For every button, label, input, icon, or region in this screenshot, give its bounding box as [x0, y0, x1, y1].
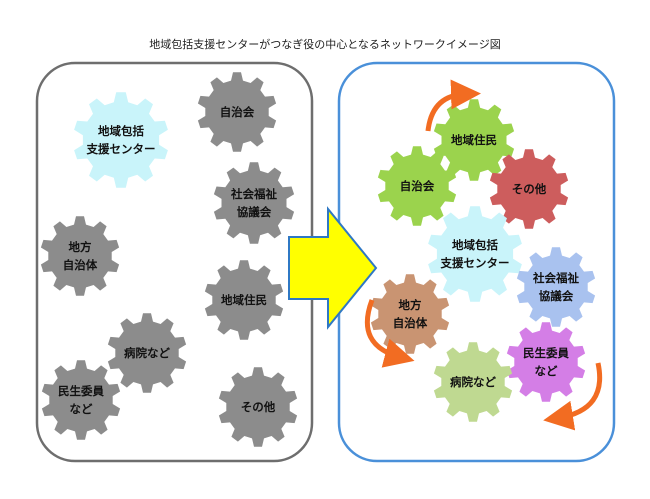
- gear-icon: [428, 206, 522, 302]
- gear-label: 地方: [69, 240, 92, 254]
- gear-icon: [433, 342, 513, 422]
- after-gear-byoin: 病院など: [433, 342, 513, 422]
- gear-label: 支援センター: [86, 142, 156, 156]
- gear-label: 病院など: [450, 375, 496, 389]
- gear-label: 自治体: [393, 316, 428, 330]
- gear-icon: [218, 367, 298, 447]
- gear-label: 社会福祉: [230, 187, 277, 201]
- gear-label: その他: [512, 182, 547, 196]
- before-gear-byoin: 病院など: [107, 313, 187, 393]
- gear-label: 地方: [399, 298, 422, 312]
- rotation-arrow-left: [364, 299, 415, 368]
- gear-label: 自治体: [63, 258, 98, 272]
- after-gears: 地域住民自治会その他地域包括支援センター社会福祉協議会地方自治体民生委員など病院…: [370, 99, 596, 422]
- gear-label: など: [535, 364, 558, 378]
- gear-icon: [40, 216, 120, 296]
- gear-label: 地域住民: [451, 133, 497, 147]
- gear-icon: [74, 92, 168, 188]
- gear-label: その他: [241, 400, 276, 414]
- gear-label: など: [70, 402, 93, 416]
- gear-icon: [489, 149, 569, 229]
- gear-label: 民生委員: [58, 384, 104, 398]
- before-gear-jumin: 地域住民: [204, 260, 284, 340]
- gear-label: 支援センター: [440, 256, 510, 270]
- gear-icon: [506, 322, 586, 402]
- gear-icon: [377, 146, 457, 226]
- gear-label: 地域住民: [221, 293, 267, 307]
- diagram-title: 地域包括支援センターがつなぎ役の中心となるネットワークイメージ図: [149, 38, 501, 51]
- rotation-arrow-right: [543, 362, 603, 431]
- before-gear-center: 地域包括支援センター: [74, 92, 168, 188]
- gear-icon: [204, 260, 284, 340]
- after-gear-jichikai: 自治会: [377, 146, 457, 226]
- rotation-arrow-top: [425, 79, 481, 132]
- gear-label: 地域包括: [98, 124, 144, 138]
- after-gear-jumin: 地域住民: [433, 99, 515, 181]
- transition-arrow: [288, 206, 378, 330]
- before-gears: 地域包括支援センター自治会社会福祉協議会地方自治体地域住民病院など民生委員などそ…: [40, 72, 298, 447]
- gear-icon: [41, 360, 121, 440]
- gear-icon: [516, 247, 596, 327]
- gear-label: 社会福祉: [532, 271, 579, 285]
- gear-label: 民生委員: [523, 346, 569, 360]
- gear-label: 病院など: [124, 346, 170, 360]
- gear-label: 協議会: [539, 289, 574, 303]
- gear-icon: [433, 99, 515, 181]
- gear-label: 協議会: [237, 205, 272, 219]
- gear-icon: [107, 313, 187, 393]
- gear-icon: [197, 72, 277, 152]
- rotation-arrows: [364, 79, 603, 431]
- after-gear-center: 地域包括支援センター: [428, 206, 522, 302]
- gear-icon: [370, 274, 450, 354]
- gear-icon: [213, 162, 295, 244]
- gear-label: 自治会: [400, 179, 435, 193]
- before-gear-sonota: その他: [218, 367, 298, 447]
- gear-label: 地域包括: [452, 238, 498, 252]
- after-gear-sonota: その他: [489, 149, 569, 229]
- gear-label: 自治会: [220, 105, 255, 119]
- before-gear-jichikai: 自治会: [197, 72, 277, 152]
